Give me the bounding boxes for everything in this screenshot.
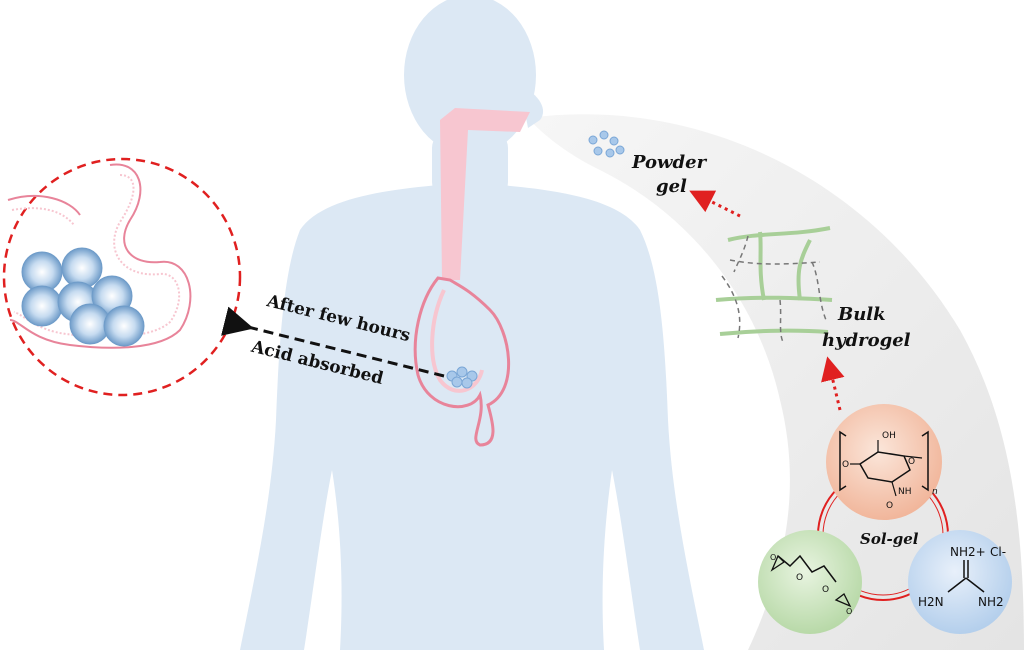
chitosan-unit: OH O O NH O n [826, 404, 942, 520]
powder-label: Powder [631, 152, 708, 173]
arrow-bulk-to-powder [689, 190, 741, 218]
chitosan-n-subscript: n [932, 487, 938, 497]
chitosan-o-left: O [842, 460, 849, 470]
ether-o2: O [822, 585, 829, 595]
chitosan-oh: OH [882, 431, 896, 441]
magnified-stomach [2, 157, 242, 397]
hydrogel-label: hydrogel [822, 330, 911, 351]
guanidine-h2n: H2N [918, 595, 944, 609]
hydrogel-network [715, 226, 833, 345]
stomach-particles [446, 366, 478, 389]
human-silhouette [240, 0, 704, 650]
guanidine-unit: NH2+ Cl- H2N NH2 [908, 530, 1012, 634]
sol-gel-label: Sol-gel [860, 530, 919, 548]
chitosan-amide-o: O [886, 501, 893, 511]
chitosan-ring-o: O [908, 457, 915, 467]
guanidine-nh2-plus: NH2+ [950, 545, 986, 559]
chloride-label: Cl- [990, 545, 1006, 559]
swollen-gel-particles [21, 247, 145, 347]
gel-label: gel [656, 176, 687, 197]
absorption-arrow [221, 306, 445, 378]
guanidine-nh2: NH2 [978, 595, 1004, 609]
ether-o1: O [796, 573, 803, 583]
epoxide-unit: O O O O [758, 530, 862, 634]
chitosan-nh: NH [898, 487, 912, 497]
bulk-label: Bulk [837, 304, 886, 325]
arrow-solgel-to-bulk [821, 356, 845, 411]
epoxide-o2: O [846, 607, 852, 616]
epoxide-o1: O [770, 553, 776, 562]
powder-particles [588, 130, 625, 158]
digestive-tract [413, 108, 530, 447]
